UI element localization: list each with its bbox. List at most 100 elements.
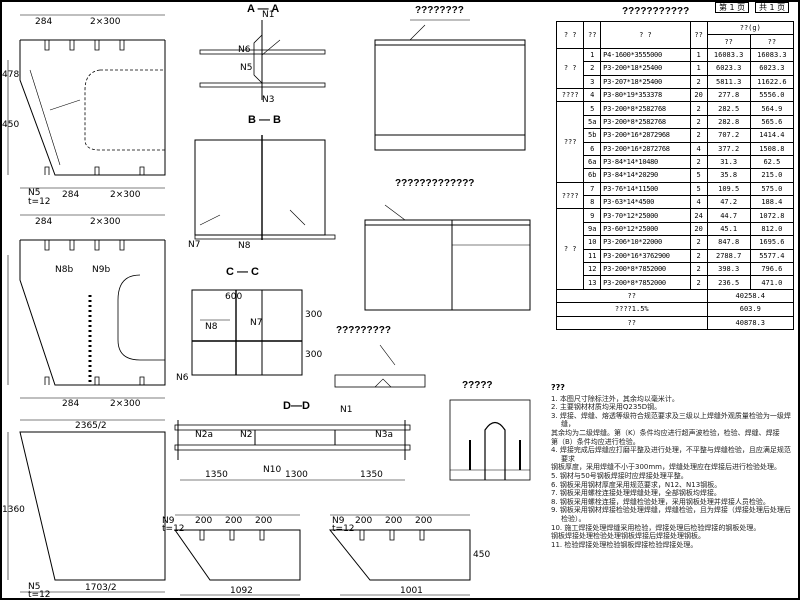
dim-label: 478 [2, 70, 20, 80]
table-total-label: ?? [556, 288, 708, 304]
table-cell-unit-weight: 16083.3 [706, 47, 751, 63]
part-mark: N5 [28, 582, 41, 592]
table-header-cell: ?? [706, 34, 751, 49]
table-cell-no: 1 [583, 47, 602, 63]
dim-label: 600 [225, 292, 243, 302]
dim-label: 1360 [2, 505, 25, 515]
table-cell-total-weight: 5577.4 [749, 248, 795, 264]
dim-label: 1092 [230, 586, 253, 596]
table-cell-spec: P4-1600*3555000 [600, 47, 691, 63]
part-mark: N9b [92, 265, 111, 275]
table-cell-spec: P3-207*18*25400 [600, 74, 691, 89]
part-mark: N2 [240, 430, 253, 440]
table-cell-unit-weight: 109.5 [706, 181, 751, 197]
table-subtotal-label: ????1.5% [556, 302, 708, 317]
table-cell-no: 4 [583, 87, 602, 103]
table-cell-spec: P3-200*16*3762900 [600, 248, 691, 264]
table-cell-unit-weight: 282.5 [706, 101, 751, 116]
note-item: 7. 钢板采用螺栓连接处理焊缝处理，全部钢板均焊接。 [551, 489, 721, 498]
table-header-row: ?? ?? [557, 34, 795, 49]
table-cell-qty: 20 [689, 87, 708, 103]
table-cell-unit-weight: 47.2 [706, 195, 751, 210]
detail-2-title: ????????????? [395, 178, 475, 189]
table-cell-no: 13 [583, 275, 602, 290]
dim-label: 1350 [205, 470, 228, 480]
table-cell-spec: P3-206*10*22000 [600, 235, 691, 250]
table-cell-qty: 24 [689, 208, 708, 223]
part-mark: N5 [240, 63, 253, 73]
table-cell-no: 12 [583, 262, 602, 277]
table-header-cell: ??(g) [706, 20, 795, 36]
table-cell-spec: P3-200*8*7852000 [600, 275, 691, 290]
part-mark: N6 [238, 45, 251, 55]
note-item: 1. 本图尺寸除标注外，其余均以毫米计。 [551, 394, 679, 403]
section-dd [174, 420, 411, 481]
dim-label: 1001 [400, 586, 423, 596]
dim-label: 284 [35, 17, 53, 27]
table-header-cell: ? ? [600, 21, 691, 49]
table-cell-qty: 2 [689, 262, 708, 277]
note-item: 11. 检验焊接处理检验钢板焊接检验焊接处理。 [551, 540, 698, 549]
section-cc [191, 289, 303, 376]
table-title: ??????????? [622, 6, 690, 17]
table-cell-total-weight: 575.0 [749, 181, 795, 197]
part-mark: N5 [28, 188, 41, 198]
table-header-cell: ?? [689, 21, 708, 49]
table-cell-unit-weight: 707.2 [706, 128, 751, 143]
section-bb-title: B — B [248, 114, 281, 126]
note-item: 钢板厚度，采用焊缝不小于300mm，焊缝处理应在焊接后进行检验处理。 [551, 463, 781, 472]
part-mark: N9 [162, 516, 175, 526]
part-mark: N7 [250, 318, 263, 328]
part-mark: N2a [195, 430, 213, 440]
table-cell-spec: P3-200*8*7852000 [600, 262, 691, 277]
table-header-row: ? ? ?? ? ? ?? ??(g) [555, 20, 795, 49]
table-cell-spec: P3-80*19*353378 [600, 87, 691, 103]
table-cell-unit-weight: 236.5 [706, 275, 751, 290]
part-mark: N7 [188, 240, 201, 250]
table-cell-no: 9 [583, 208, 602, 223]
note-item: 2. 主要钢材材质均采用Q235D钢。 [551, 403, 662, 412]
detail-2 [364, 204, 531, 311]
table-cell-unit-weight: 847.8 [706, 235, 751, 250]
page-total-box: 共 1 页 [755, 2, 790, 13]
table-cell-no: 2 [583, 61, 602, 76]
plan-view-1 [7, 14, 166, 189]
table-cell-unit-weight: 5811.3 [706, 74, 751, 89]
part-mark: N3a [375, 430, 393, 440]
table-cell-total-weight: 5556.0 [749, 87, 795, 103]
table-total-value: 40258.4 [706, 288, 795, 304]
dim-label: 200 [225, 516, 243, 526]
dim-label: 300 [305, 350, 323, 360]
dim-label: 200 [355, 516, 373, 526]
note-item: 钢板焊接处理检验处理钢板焊接后焊接处理钢板。 [551, 532, 705, 541]
table-cell-unit-weight: 44.7 [706, 208, 751, 223]
table-subtotal-row: ????1.5% 603.9 [556, 302, 795, 317]
detail-4 [449, 399, 531, 481]
note-item: 6. 钢板采用钢材厚度采用规范要求，N12、N13钢板。 [551, 480, 722, 489]
dim-label: 200 [195, 516, 213, 526]
dim-label: 300 [305, 310, 323, 320]
dim-label: 2×300 [90, 17, 121, 27]
table-cell-qty: 2 [689, 114, 708, 130]
detail-4-title: ????? [462, 380, 493, 391]
table-cell-qty: 2 [689, 235, 708, 250]
table-cell-qty: 2 [689, 74, 708, 89]
detail-3-title: ????????? [336, 325, 391, 336]
part-mark: t=12 [28, 590, 51, 600]
table-cell-unit-weight: 282.8 [706, 114, 751, 130]
dim-label: 1300 [285, 470, 308, 480]
table-cell-spec: P3-200*16*2872768 [600, 141, 691, 156]
table-cell-no: 6 [583, 141, 602, 156]
table-cell-no: 5 [583, 101, 602, 116]
dim-label: 200 [255, 516, 273, 526]
